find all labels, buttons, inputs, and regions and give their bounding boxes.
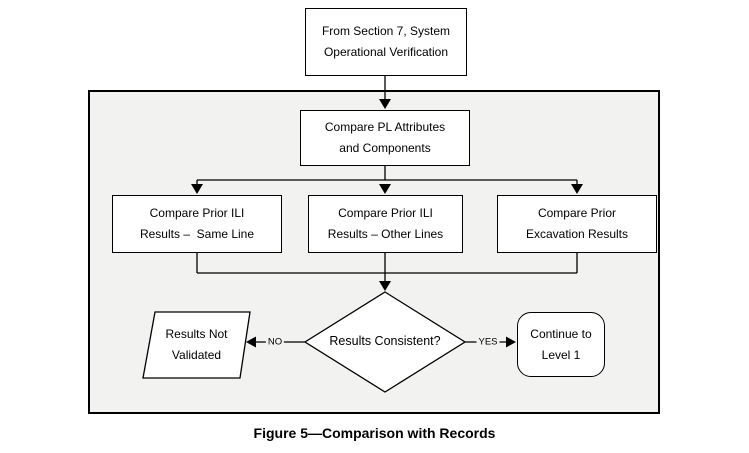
node-compare-prior-ili-same-line: Compare Prior ILI Results – Same Line [112, 195, 282, 253]
figure-caption: Figure 5—Comparison with Records [253, 425, 496, 441]
node-from-section-7: From Section 7, System Operational Verif… [305, 8, 467, 76]
edge-label-no: NO [265, 336, 285, 348]
node-compare-pl-attributes: Compare PL Attributes and Components [300, 110, 470, 166]
node-compare-prior-ili-other-lines: Compare Prior ILI Results – Other Lines [308, 195, 463, 253]
node-results-consistent-decision: Results Consistent? [329, 334, 441, 349]
edge-label-yes: YES [476, 336, 500, 348]
node-compare-prior-excavation: Compare Prior Excavation Results [497, 195, 657, 253]
node-continue-to-level-1: Continue to Level 1 [517, 312, 605, 377]
node-results-not-validated: Results Not Validated [165, 327, 228, 362]
